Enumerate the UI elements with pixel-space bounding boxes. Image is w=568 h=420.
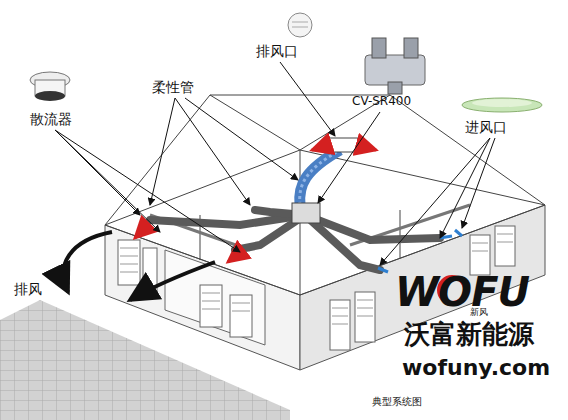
unit-icon xyxy=(365,38,425,94)
exhaust-vent-icon xyxy=(288,13,312,37)
part-label: 柔性管 xyxy=(152,80,194,95)
logo-subtext: 新风 xyxy=(470,308,488,318)
roof-outline xyxy=(105,95,545,295)
red-arrow xyxy=(358,145,376,150)
website-url: wofuny.com xyxy=(402,356,550,380)
logo-text: WOFU xyxy=(395,270,529,314)
exhaust-arrow xyxy=(63,232,112,292)
part-label: 散流器 xyxy=(30,112,72,127)
part-label: 排风 xyxy=(14,282,42,297)
roof-hood xyxy=(328,138,358,152)
exhaust-arrow xyxy=(130,262,215,300)
red-arrow xyxy=(312,145,328,150)
ventilation-unit xyxy=(292,203,320,223)
red-arrow xyxy=(228,255,237,262)
model-label: CV-SR400 xyxy=(352,95,411,108)
inlet-icon xyxy=(462,98,542,112)
part-label: 进风口 xyxy=(465,120,507,135)
red-arrow xyxy=(135,228,145,238)
leader-lines xyxy=(55,62,495,265)
diffuser-icon xyxy=(30,72,70,101)
part-label: 排风口 xyxy=(256,44,298,59)
inlet-marks xyxy=(378,230,462,272)
company-name: 沃富新能源 xyxy=(404,320,534,349)
blue-flex-duct xyxy=(300,150,340,205)
caption-note: 典型系统图 xyxy=(372,396,422,407)
duct-ribs xyxy=(300,150,340,205)
left-wall xyxy=(105,225,300,370)
right-wall xyxy=(300,205,545,370)
